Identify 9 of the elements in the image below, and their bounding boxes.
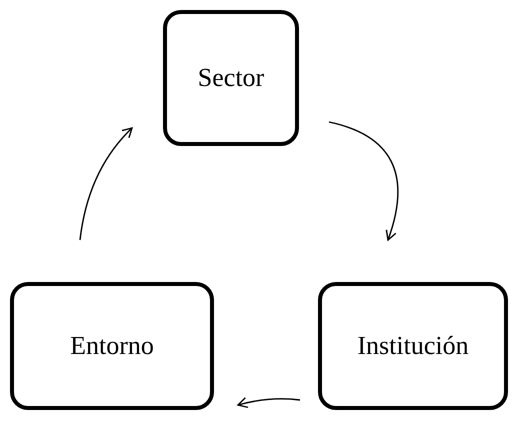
- node-label: Institución: [357, 331, 469, 361]
- curved-arrow: [237, 397, 300, 408]
- curved-arrow: [79, 127, 133, 240]
- rounded-box: [10, 282, 214, 410]
- node-label: Entorno: [70, 331, 154, 361]
- rounded-box: [163, 10, 299, 146]
- curved-arrow: [328, 121, 398, 241]
- rounded-box: [318, 282, 508, 410]
- node-label: Sector: [198, 63, 264, 93]
